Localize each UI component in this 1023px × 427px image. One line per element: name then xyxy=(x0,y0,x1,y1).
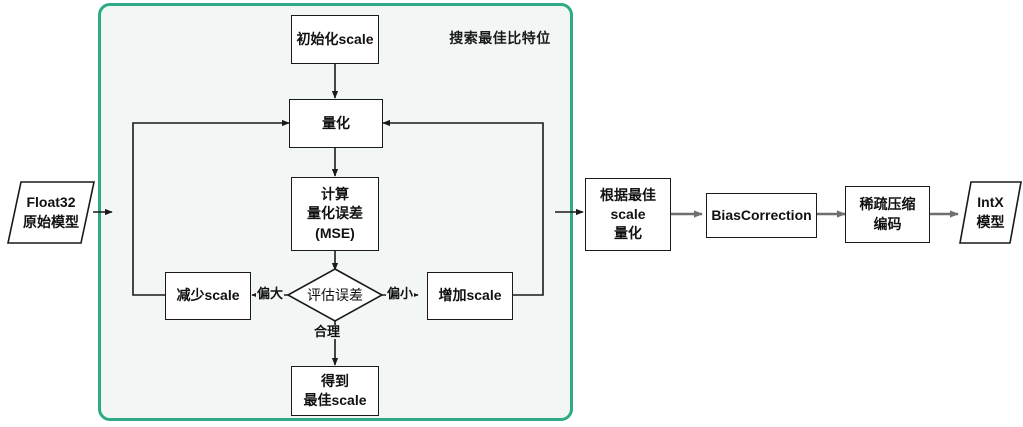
node-input-model: Float32 原始模型 xyxy=(6,180,96,245)
node-quantize-label: 量化 xyxy=(322,114,350,131)
node-quantize-with-best-line3: 量化 xyxy=(614,225,642,242)
node-init-scale: 初始化scale xyxy=(291,15,379,64)
node-quantize-with-best-line2: scale xyxy=(610,205,646,222)
node-best-scale-line2: 最佳scale xyxy=(303,392,367,408)
node-increase-scale: 增加scale xyxy=(427,272,513,320)
edge-label-reasonable: 合理 xyxy=(313,324,342,340)
node-quantize-with-best: 根据最佳 scale 量化 xyxy=(585,178,671,251)
node-compute-error: 计算 量化误差 (MSE) xyxy=(291,177,379,251)
node-compute-error-line2: 量化误差 xyxy=(307,205,363,222)
node-sparse-encode-line1: 稀疏压缩 xyxy=(859,196,916,213)
node-compute-error-line3: (MSE) xyxy=(315,224,355,241)
node-best-scale-line1: 得到 xyxy=(321,372,349,389)
node-sparse-encode: 稀疏压缩 编码 xyxy=(845,186,930,243)
node-evaluate-error: 评估误差 xyxy=(286,267,384,323)
edge-label-too-large: 偏大 xyxy=(256,286,285,302)
node-increase-scale-label: 增加scale xyxy=(438,287,502,304)
node-output-model: IntX 模型 xyxy=(934,180,1023,245)
node-init-scale-label: 初始化scale xyxy=(296,30,374,47)
node-bias-correction: BiasCorrection xyxy=(706,193,817,238)
node-quantize: 量化 xyxy=(289,99,383,148)
node-decrease-scale: 减少scale xyxy=(165,272,251,320)
edge-label-too-small: 偏小 xyxy=(386,286,415,302)
node-sparse-encode-line2: 编码 xyxy=(873,215,902,232)
node-bias-correction-label: BiasCorrection xyxy=(711,206,812,223)
node-compute-error-line1: 计算 xyxy=(321,186,349,203)
node-best-scale: 得到 最佳scale xyxy=(291,366,379,416)
node-quantize-with-best-line1: 根据最佳 xyxy=(600,186,656,203)
node-decrease-scale-label: 减少scale xyxy=(176,287,240,304)
group-label: 搜索最佳比特位 xyxy=(449,30,551,46)
